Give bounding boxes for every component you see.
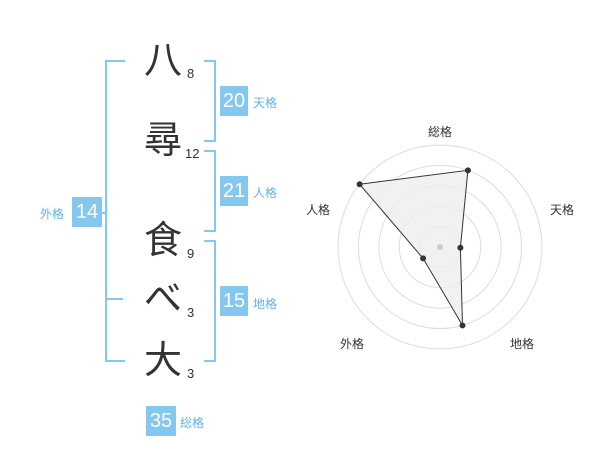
jinkaku-badge: 21 [220,176,248,206]
stroke-count-3: 9 [187,246,195,261]
chikaku-label: 地格 [253,297,278,311]
gaikaku-bracket-tick [105,298,123,300]
tenkaku-label: 天格 [253,96,278,110]
radar-grid-ring [357,164,523,330]
jinkaku-bracket [204,150,216,232]
stroke-count-5: 3 [187,366,195,381]
name-char-1: 八 [143,38,182,82]
radar-center-dot [437,244,443,250]
jinkaku-label: 人格 [253,186,278,200]
radar-label-jinkaku: 人格 [306,203,331,217]
radar-label-gaikaku: 外格 [340,337,365,351]
stroke-count-2: 12 [185,146,200,161]
radar-point-2 [457,244,464,251]
tenkaku-badge: 20 [220,86,248,116]
radar-label-tenkaku: 天格 [550,203,575,217]
radar-points [356,167,471,329]
radar-grid-ring [337,144,543,350]
chikaku-badge: 15 [220,286,248,316]
radar-area [358,169,469,326]
radar-point-3 [459,322,466,329]
radar-point-1 [464,167,471,174]
stroke-count-1: 8 [187,66,195,81]
soukaku-badge: 35 [146,406,176,436]
name-char-4: べ [143,276,182,320]
radar-label-chikaku: 地格 [510,337,535,351]
radar-point-4 [420,255,427,262]
gaikaku-label: 外格 [40,207,65,221]
gaikaku-bracket [105,60,125,362]
soukaku-label: 総格 [180,416,205,430]
tenkaku-bracket [204,60,216,142]
name-char-5: 大 [143,338,182,382]
chikaku-bracket [204,240,216,362]
stroke-count-4: 3 [187,305,195,320]
radar-point-5 [356,181,363,188]
gaikaku-badge: 14 [72,197,102,227]
name-char-2: 尋 [143,118,182,162]
radar-label-soukaku: 総格 [428,125,453,139]
name-char-3: 食 [143,218,182,262]
